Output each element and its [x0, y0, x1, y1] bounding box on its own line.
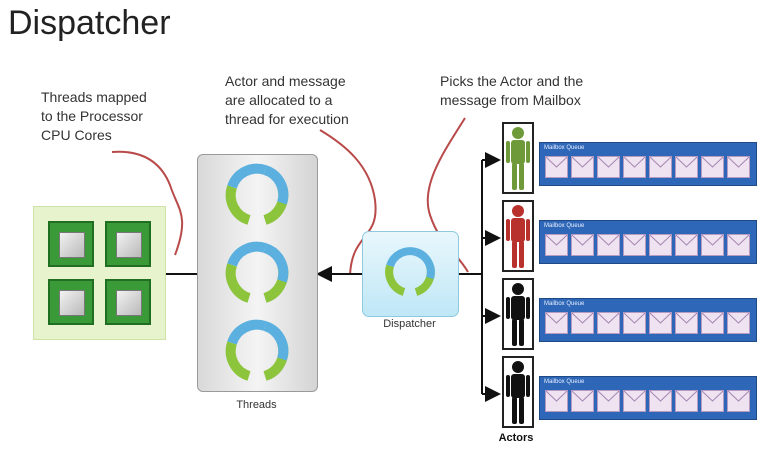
envelope-icon	[701, 156, 724, 178]
envelope-icon	[701, 234, 724, 256]
threads-label: Threads	[236, 399, 277, 411]
mailbox-queue: Mailbox Queue	[539, 142, 757, 186]
person-icon	[506, 283, 530, 346]
envelope-icon	[571, 234, 594, 256]
actors-label: Actors	[498, 432, 534, 444]
envelope-icon	[597, 156, 620, 178]
person-icon	[506, 361, 530, 424]
person-icon	[506, 205, 530, 268]
cpu-chip-icon	[48, 279, 94, 325]
actor-2	[502, 200, 534, 272]
envelope-icon	[571, 312, 594, 334]
actor-3	[502, 278, 534, 350]
mailbox-queue-label: Mailbox Queue	[544, 223, 585, 229]
person-icon	[506, 127, 530, 190]
envelope-icon	[727, 312, 750, 334]
dispatcher-label: Dispatcher	[383, 318, 436, 330]
cycle-arrows-icon	[225, 241, 289, 303]
note-actor-allocated: Actor and message are allocated to a thr…	[225, 73, 349, 127]
cpu-cores-board	[33, 206, 166, 340]
envelope-icon	[545, 390, 568, 412]
threads-panel	[197, 154, 318, 392]
envelope-icon	[623, 312, 646, 334]
envelope-icon	[545, 312, 568, 334]
threads-cycles	[225, 163, 289, 381]
mailbox-queue-label: Mailbox Queue	[544, 145, 585, 151]
page-title: Dispatcher	[8, 4, 171, 42]
envelope-icon	[727, 156, 750, 178]
envelope-icon	[545, 156, 568, 178]
actor-1	[502, 122, 534, 194]
envelope-icon	[649, 156, 672, 178]
cycle-arrows-icon	[225, 163, 289, 225]
actor-4	[502, 356, 534, 428]
envelope-icon	[675, 390, 698, 412]
envelope-icon	[597, 312, 620, 334]
envelope-icon	[675, 234, 698, 256]
envelope-icon	[701, 312, 724, 334]
envelope-icon	[597, 390, 620, 412]
mailbox-queue: Mailbox Queue	[539, 220, 757, 264]
envelope-icon	[623, 390, 646, 412]
envelope-icon	[649, 390, 672, 412]
cpu-chip-icon	[48, 221, 94, 267]
callout-curve-actor	[319, 129, 377, 276]
envelope-icon	[623, 234, 646, 256]
envelope-icon	[649, 312, 672, 334]
cycle-arrows-icon	[225, 319, 289, 381]
cpu-chip-icon	[105, 221, 151, 267]
callout-curve-threads	[111, 150, 184, 256]
mailbox-queue-label: Mailbox Queue	[544, 379, 585, 385]
envelope-icon	[571, 156, 594, 178]
envelope-icon	[545, 234, 568, 256]
envelope-icon	[623, 156, 646, 178]
envelope-icon	[597, 234, 620, 256]
dispatcher-node	[362, 231, 459, 317]
cpu-chip-icon	[105, 279, 151, 325]
note-picks-actor: Picks the Actor and the message from Mai…	[440, 73, 584, 108]
note-threads-mapped: Threads mapped to the Processor CPU Core…	[41, 89, 147, 143]
mailbox-queue-label: Mailbox Queue	[544, 301, 585, 307]
envelope-icon	[701, 390, 724, 412]
envelope-icon	[727, 390, 750, 412]
envelope-icon	[675, 156, 698, 178]
cycle-arrows-icon	[385, 247, 435, 296]
envelope-icon	[649, 234, 672, 256]
mailbox-queue: Mailbox Queue	[539, 298, 757, 342]
mailbox-queue: Mailbox Queue	[539, 376, 757, 420]
envelope-icon	[675, 312, 698, 334]
envelope-icon	[571, 390, 594, 412]
envelope-icon	[727, 234, 750, 256]
